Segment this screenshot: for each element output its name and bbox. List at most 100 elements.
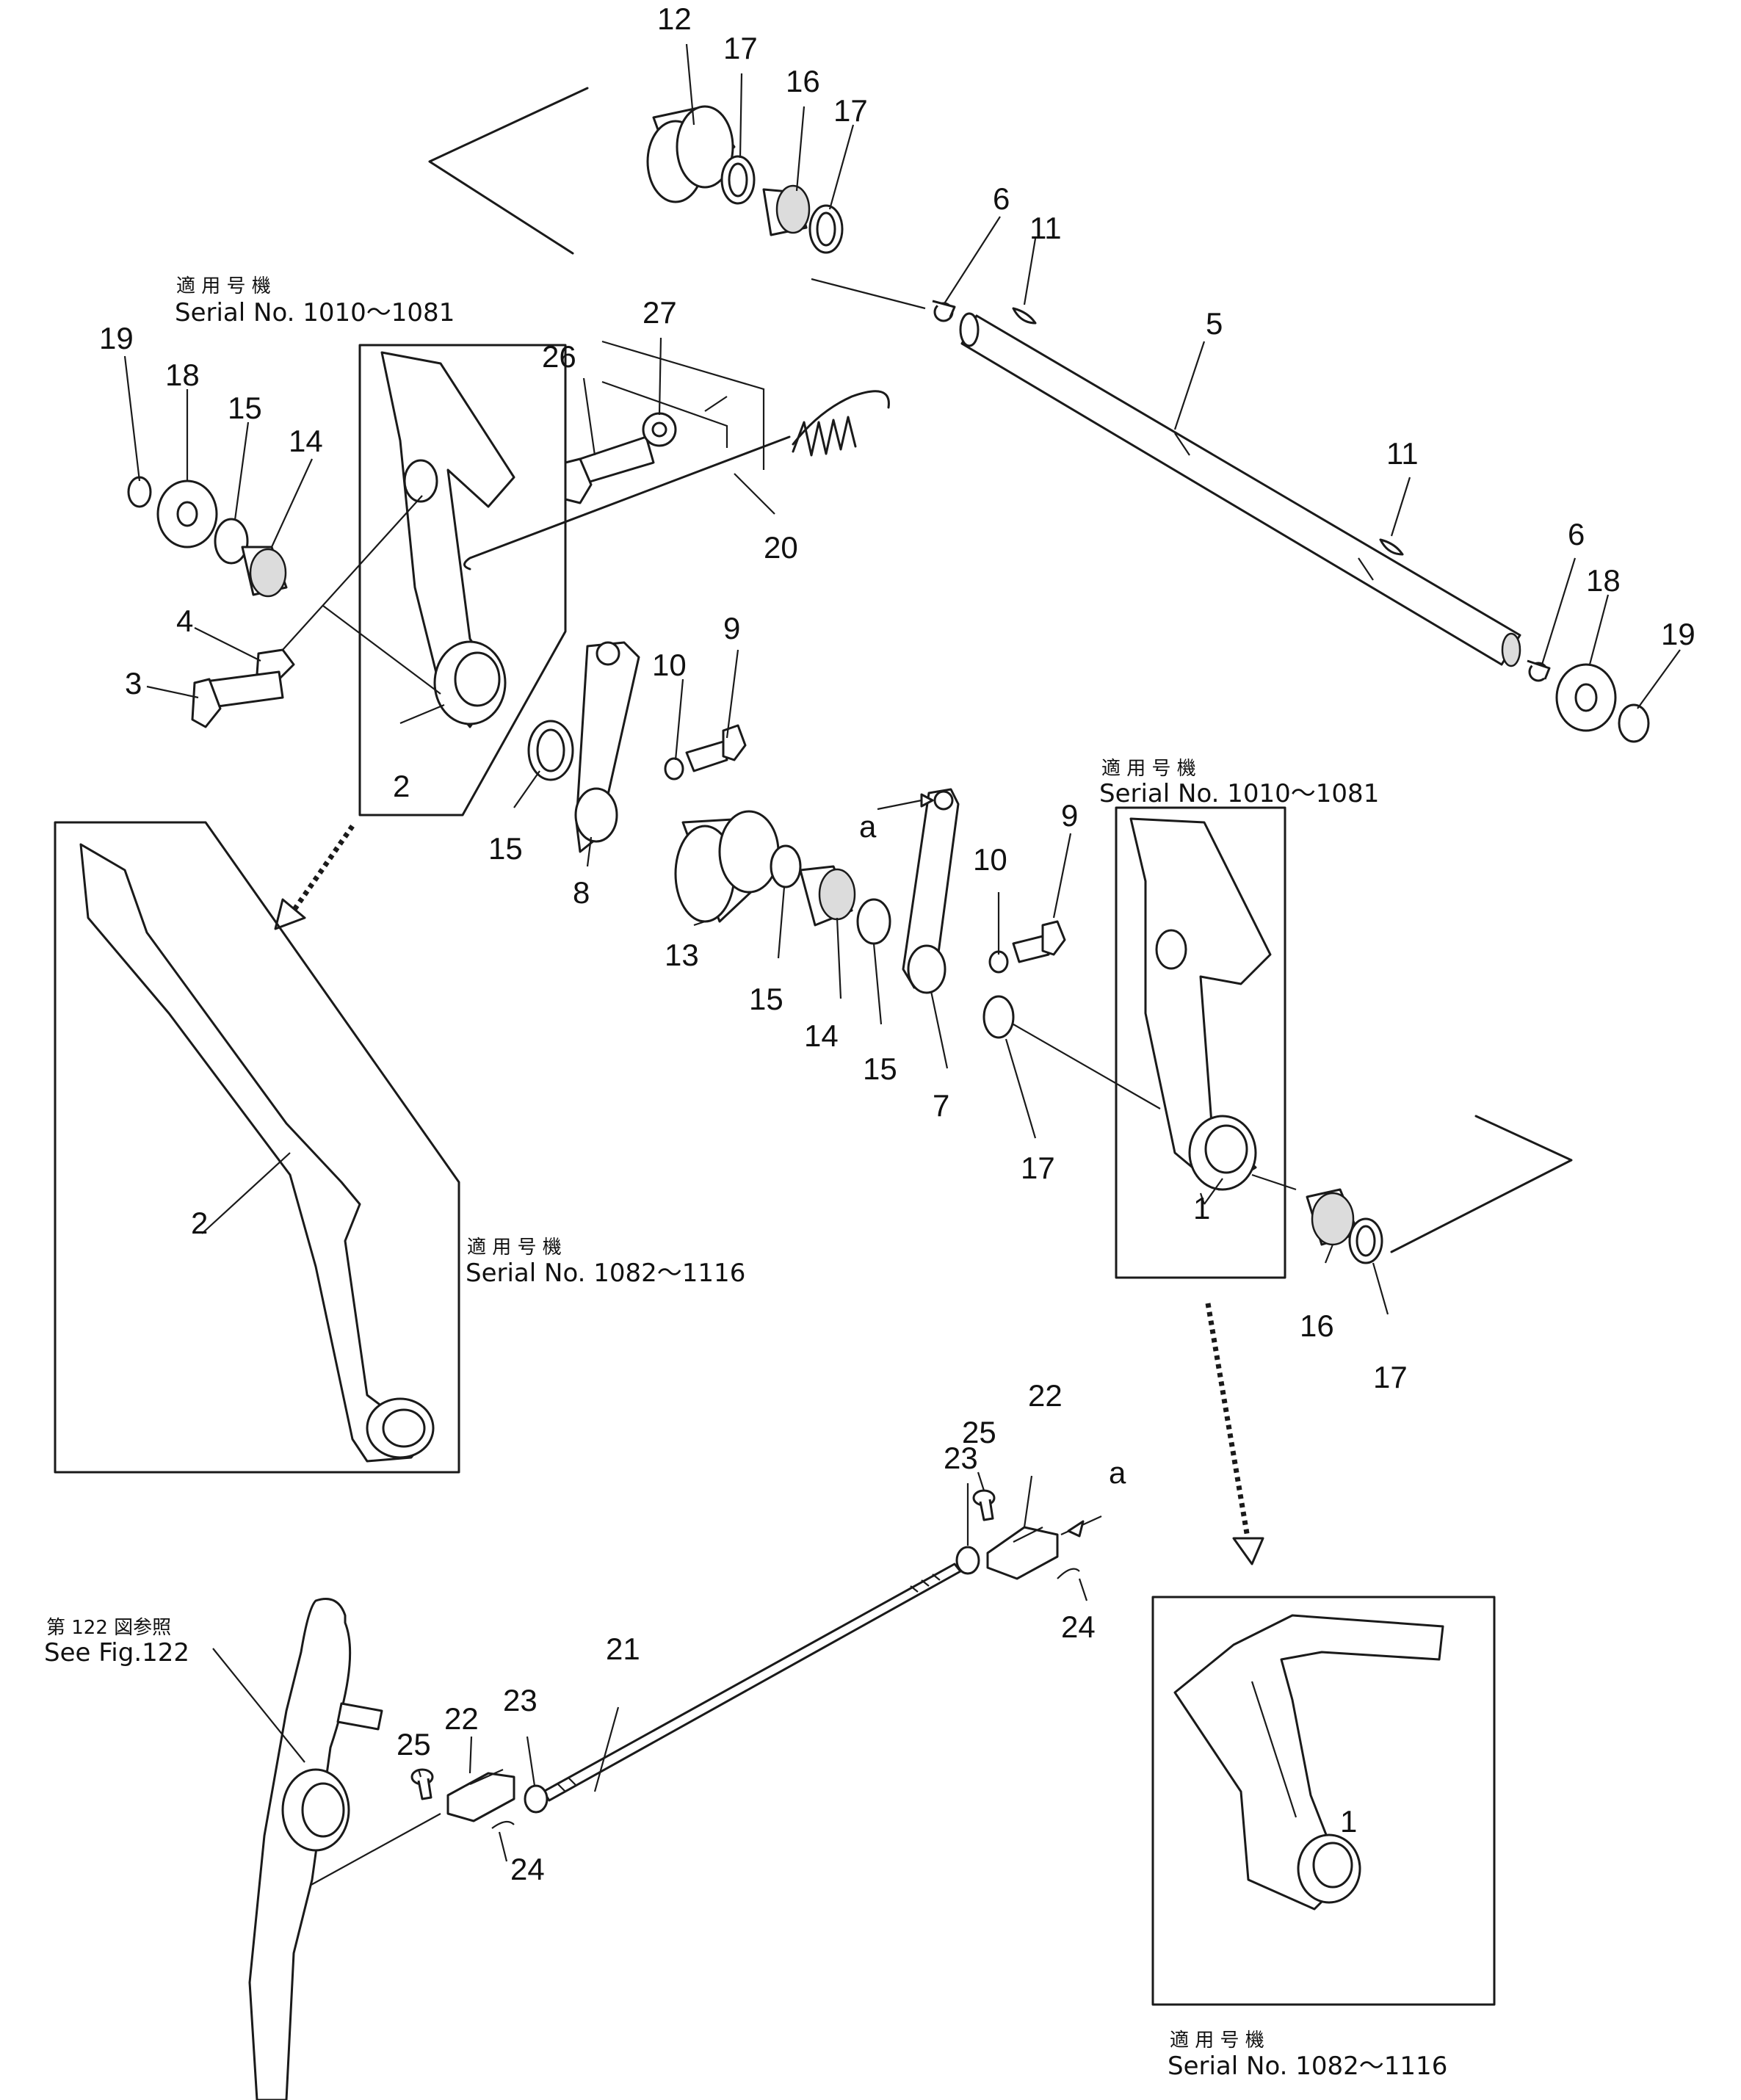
callout-15-center-a: 15 xyxy=(749,982,783,1016)
note-jp-mid-left: 適 用 号 機 xyxy=(467,1237,562,1259)
note-serial-mid-left: Serial No. 1082～1116 xyxy=(466,1259,745,1288)
callout-9-left: 9 xyxy=(723,611,740,645)
callout-24-lower: 24 xyxy=(510,1852,545,1886)
seal-15-b[interactable] xyxy=(856,898,891,945)
callout-13: 13 xyxy=(665,938,699,972)
callout-17-center: 17 xyxy=(1021,1151,1055,1185)
nut-23-lower[interactable] xyxy=(524,1784,549,1814)
left-pedal-group xyxy=(127,340,890,930)
bushing-12[interactable] xyxy=(646,105,736,203)
callout-a-top: a xyxy=(859,809,877,844)
clevis-22-upper[interactable] xyxy=(986,1526,1059,1580)
callout-14-left: 14 xyxy=(289,424,323,458)
callout-19-left: 19 xyxy=(99,321,134,355)
clevis-22-lower[interactable] xyxy=(446,1768,515,1822)
washer-10-right[interactable] xyxy=(988,950,1009,974)
callout-19-right: 19 xyxy=(1661,617,1695,651)
shaft-assembly xyxy=(428,87,1650,743)
callout-15-left: 15 xyxy=(228,391,262,425)
callout-14-center: 14 xyxy=(804,1018,839,1053)
callout-6-right: 6 xyxy=(1568,517,1585,551)
note-jp-center-right: 適 用 号 機 xyxy=(1101,758,1196,780)
callout-4: 4 xyxy=(176,604,193,638)
seal-15-a[interactable] xyxy=(770,844,802,888)
cross-shaft-5[interactable] xyxy=(960,314,1521,666)
callout-22-upper: 22 xyxy=(1028,1378,1063,1413)
nut-4[interactable] xyxy=(256,648,295,681)
callout-10-right: 10 xyxy=(973,842,1007,877)
bolt-9-left[interactable] xyxy=(685,724,747,772)
callout-17-top-left: 17 xyxy=(723,31,758,65)
pin-25-upper[interactable] xyxy=(972,1489,996,1521)
callout-7: 7 xyxy=(933,1088,949,1123)
note-jp-top-left: 適 用 号 機 xyxy=(176,275,271,297)
callout-6-top: 6 xyxy=(993,181,1010,216)
pin-25-lower[interactable] xyxy=(410,1768,434,1800)
pedal-1-upper[interactable] xyxy=(1129,817,1272,1191)
callout-labels: 12 17 16 17 6 11 5 11 6 18 19 19 18 15 1… xyxy=(99,1,1695,1886)
callout-2-lower: 2 xyxy=(191,1206,208,1240)
callout-16-top: 16 xyxy=(786,64,820,98)
bushing-13[interactable] xyxy=(674,810,780,923)
center-levers xyxy=(527,641,1161,1109)
lever-7[interactable] xyxy=(902,788,960,994)
arrow-right xyxy=(1205,1303,1251,1543)
right-pedal-alt-group xyxy=(1151,1596,1496,2006)
callout-20: 20 xyxy=(764,530,798,565)
callout-23-lower: 23 xyxy=(503,1683,537,1717)
bolt-3[interactable] xyxy=(191,670,284,728)
snap-ring-19-right[interactable] xyxy=(1618,703,1650,743)
nut-27[interactable] xyxy=(642,412,677,447)
key-11-upper[interactable] xyxy=(1012,307,1037,325)
rod-assembly xyxy=(212,1489,1102,2100)
lever-8[interactable] xyxy=(574,641,640,853)
note-serial-center-right: Serial No. 1010～1081 xyxy=(1099,779,1379,808)
needle-bearing-16-upper[interactable] xyxy=(762,184,811,236)
callout-17-top-right: 17 xyxy=(833,93,868,128)
pedal-2-lower[interactable] xyxy=(79,843,435,1463)
needle-bearing-14-center[interactable] xyxy=(799,865,856,927)
callout-2-upper: 2 xyxy=(393,769,410,803)
callout-22-lower: 22 xyxy=(444,1701,479,1736)
cotter-pin-24-lower[interactable] xyxy=(491,1820,515,1829)
callout-15-center-b: 15 xyxy=(863,1051,897,1086)
callout-27: 27 xyxy=(643,295,677,330)
grease-fitting-6-lower[interactable] xyxy=(1527,659,1551,682)
pedal-2-upper[interactable] xyxy=(380,351,515,728)
callout-9-right: 9 xyxy=(1061,798,1078,833)
note-serial-top-left: Serial No. 1010～1081 xyxy=(175,298,455,327)
pedal-1-lower[interactable] xyxy=(1173,1614,1444,1911)
needle-bearing-14-left[interactable] xyxy=(241,546,288,598)
callout-1-lower: 1 xyxy=(1340,1804,1357,1839)
callout-17-lower: 17 xyxy=(1373,1360,1408,1394)
seal-15-left[interactable] xyxy=(214,518,249,565)
callout-15-center-left: 15 xyxy=(488,831,523,866)
bolt-26[interactable] xyxy=(564,435,655,504)
callout-16-lower: 16 xyxy=(1300,1308,1334,1343)
washer-18-left[interactable] xyxy=(156,479,218,548)
callout-11-mid: 11 xyxy=(1386,436,1419,471)
washer-10-left[interactable] xyxy=(664,757,684,781)
seal-17-center[interactable] xyxy=(982,995,1015,1039)
cotter-pin-24-upper[interactable] xyxy=(1057,1568,1080,1579)
snap-ring-19-left[interactable] xyxy=(127,476,152,508)
rod-21[interactable] xyxy=(542,1563,962,1802)
callout-8: 8 xyxy=(573,875,590,910)
note-see-fig-jp: 第 122 図参照 xyxy=(46,1617,171,1639)
callout-18-right: 18 xyxy=(1586,563,1621,598)
note-serial-bottom-right: Serial No. 1082～1116 xyxy=(1168,2052,1447,2081)
bolt-9-right[interactable] xyxy=(1012,920,1066,963)
arrow-left xyxy=(292,825,355,912)
brake-lever-ref[interactable] xyxy=(248,1598,383,2100)
note-jp-bottom-right: 適 用 号 機 xyxy=(1170,2030,1264,2052)
spring-20[interactable] xyxy=(463,390,890,571)
nut-23-upper[interactable] xyxy=(955,1546,980,1575)
callout-10-left: 10 xyxy=(652,648,687,682)
callout-a-bottom: a xyxy=(1109,1455,1126,1490)
left-pedal-alt-group xyxy=(54,821,460,1474)
note-see-fig: See Fig.122 xyxy=(44,1638,189,1668)
callout-5: 5 xyxy=(1206,306,1223,341)
key-11-lower[interactable] xyxy=(1379,538,1404,556)
callout-12: 12 xyxy=(657,1,692,36)
serial-notes: 適 用 号 機 Serial No. 1010～1081 適 用 号 機 Ser… xyxy=(44,275,1447,2081)
